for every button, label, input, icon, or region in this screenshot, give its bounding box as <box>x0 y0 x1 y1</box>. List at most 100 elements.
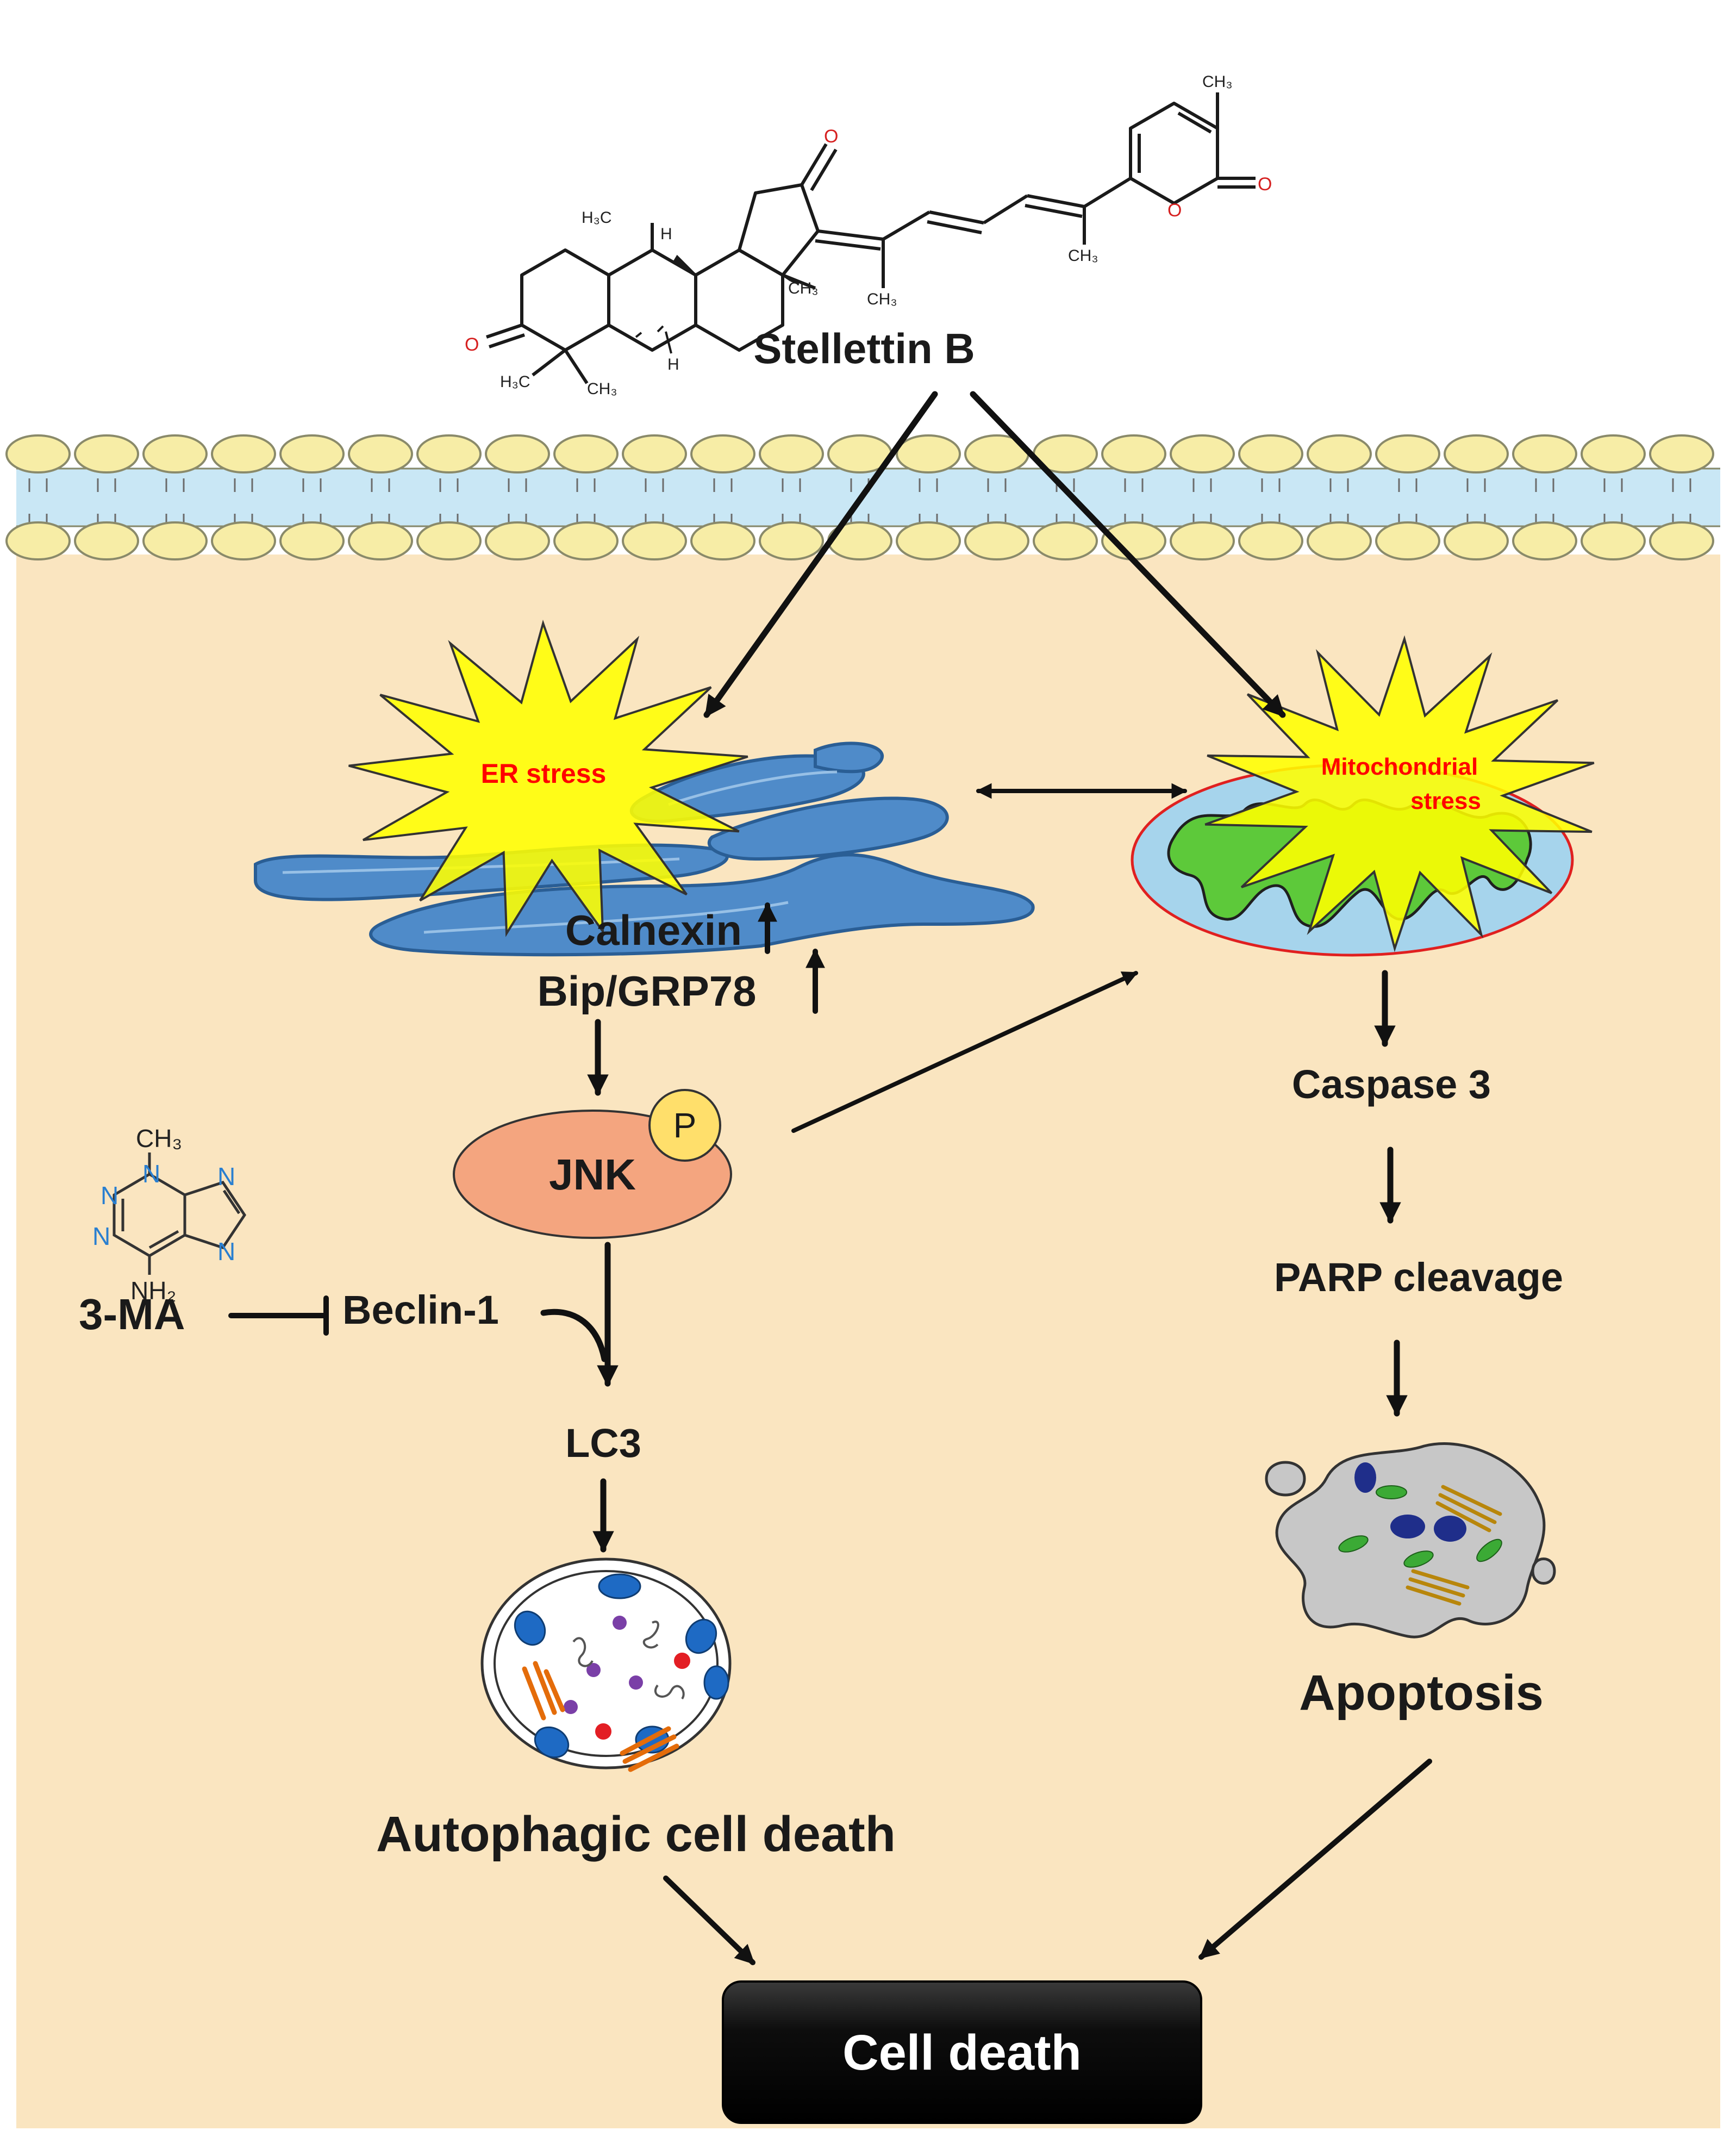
apoptosis-label: Apoptosis <box>1299 1665 1544 1721</box>
lipid-head <box>896 434 961 473</box>
lipid-head <box>74 434 139 473</box>
lipid-head <box>1581 434 1646 473</box>
atom-ch3-pyranone: CH₃ <box>1202 73 1233 91</box>
lipid-head <box>1101 434 1166 473</box>
lipid-head <box>1033 521 1098 560</box>
lipid-head <box>1170 434 1235 473</box>
lipid-head <box>142 434 208 473</box>
lipid-head <box>211 434 276 473</box>
cell-death-box: Cell death <box>722 1980 1202 2124</box>
arrows <box>228 391 1432 1965</box>
3ma-structure <box>113 1152 247 1275</box>
lipid-head <box>1238 521 1303 560</box>
lipid-head <box>1307 521 1372 560</box>
lipid-head <box>759 434 824 473</box>
er-stress-burst: ER stress <box>348 619 748 937</box>
atom-ch3-right: CH₃ <box>788 279 819 297</box>
lipid-head <box>1238 434 1303 473</box>
atom-h-ring: H <box>660 225 672 243</box>
lipid-head <box>416 434 482 473</box>
3ma-atom-labels: CH₃ N N N N N NH₂ <box>92 1124 235 1305</box>
endoplasmic-reticulum <box>254 742 1035 957</box>
atom-o-ketone-top: O <box>824 126 838 147</box>
lipid-head <box>485 434 550 473</box>
arrow-autophagy-to-death <box>663 1876 755 1965</box>
lipid-head <box>553 521 619 560</box>
beclin-to-lc3-curve <box>540 1309 608 1362</box>
3ma-atom-n-right-upper: N <box>217 1162 235 1191</box>
atom-o-lactone-carbonyl: O <box>1258 174 1272 195</box>
mito-stress-label-line1: Mitochondrial <box>1321 753 1478 780</box>
er-stress-label: ER stress <box>481 758 607 789</box>
lipid-head <box>1375 521 1440 560</box>
lipid-head <box>348 521 413 560</box>
lipid-head <box>1512 434 1577 473</box>
lipid-head <box>1170 521 1235 560</box>
atom-h3c-bottom: H₃C <box>500 373 530 391</box>
3ma-atom-n-top: N <box>142 1160 160 1188</box>
apoptotic-cell <box>1265 1442 1556 1638</box>
mito-stress-label-line2: stress <box>1410 788 1481 814</box>
3ma-atom-n-right-lower: N <box>217 1237 235 1266</box>
3ma-atom-nh2: NH₂ <box>130 1276 176 1305</box>
3ma-atom-ch3: CH₃ <box>136 1124 182 1152</box>
atom-o-ring: O <box>1167 200 1182 221</box>
lipid-head <box>348 434 413 473</box>
lipid-head <box>1649 434 1714 473</box>
lipid-head <box>622 434 687 473</box>
lipid-head <box>485 521 550 560</box>
lipid-head <box>896 521 961 560</box>
lipid-head <box>1649 521 1714 560</box>
caspase-3-label: Caspase 3 <box>1292 1062 1491 1107</box>
mitochondrial-stress-burst: Mitochondrial stress <box>1204 635 1595 952</box>
autophagic-cell-death-label: Autophagic cell death <box>376 1806 896 1862</box>
lipid-head <box>759 521 824 560</box>
lipid-head <box>690 521 755 560</box>
cell-membrane <box>5 434 1720 560</box>
jnk-node: JNK P <box>453 1089 732 1239</box>
bip-label: Bip/GRP78 <box>537 967 756 1015</box>
parp-cleavage-label: PARP cleavage <box>1274 1255 1563 1300</box>
beclin-label: Beclin-1 <box>342 1287 499 1332</box>
arrow-stellettin-to-mito <box>970 391 1286 718</box>
atom-o-ketone-left: O <box>465 334 479 355</box>
lipid-head <box>622 521 687 560</box>
lipid-head <box>74 521 139 560</box>
lipid-head <box>1581 521 1646 560</box>
lipid-head <box>1444 434 1509 473</box>
phospho-badge <box>648 1089 721 1162</box>
atom-h3c-top: H₃C <box>582 209 612 227</box>
lipid-head <box>1512 521 1577 560</box>
lipid-head <box>964 521 1029 560</box>
atom-ch3-chain-right: CH₃ <box>1068 247 1098 265</box>
arrow-stellettin-to-er <box>703 391 938 718</box>
stellettin-b-atom-labels: H₃C H CH₃ H₃C CH₃ H O O O O CH₃ CH₃ CH₃ <box>465 73 1272 398</box>
atom-ch3-bottom: CH₃ <box>587 380 617 398</box>
stereo-marks <box>635 254 800 354</box>
lipid-head <box>690 434 755 473</box>
3ma-label: 3-MA <box>79 1290 185 1338</box>
3ma-atom-n-left-upper: N <box>101 1181 118 1210</box>
autophagosome <box>480 1557 732 1772</box>
arrow-apoptosis-to-death <box>1198 1759 1432 1960</box>
lipid-head <box>279 434 345 473</box>
atom-ch3-chain-mid: CH₃ <box>867 290 897 308</box>
lipid-head <box>211 521 276 560</box>
stellettin-b-structure <box>486 92 1256 384</box>
lipid-head <box>1307 434 1372 473</box>
cell-death-label: Cell death <box>842 2025 1082 2080</box>
lipid-head <box>1375 434 1440 473</box>
atom-h-bottom: H <box>667 356 679 373</box>
lipid-head <box>553 434 619 473</box>
lipid-head <box>1444 521 1509 560</box>
lipid-head <box>416 521 482 560</box>
phospho-label: P <box>673 1106 697 1145</box>
calnexin-label: Calnexin <box>565 906 742 954</box>
lipid-head <box>142 521 208 560</box>
lipid-head <box>5 434 71 473</box>
lc3-label: LC3 <box>565 1420 641 1466</box>
arrow-jnk-to-mito <box>791 971 1138 1133</box>
lipid-head <box>279 521 345 560</box>
